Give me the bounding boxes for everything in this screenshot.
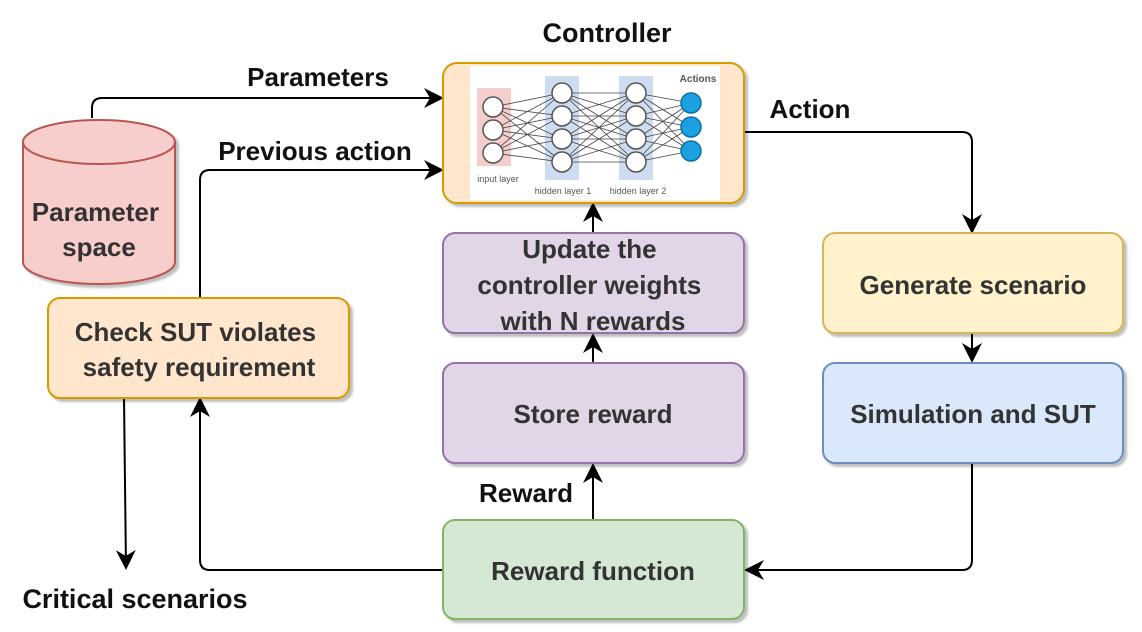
reward-function-box (442, 519, 745, 620)
generate-scenario-label: Generate scenario (860, 270, 1087, 300)
network-edge (492, 152, 563, 163)
action-label: Action (770, 94, 851, 124)
parameter-space-node (22, 119, 176, 285)
input-layer-caption: input layer (477, 174, 519, 184)
network-edge (492, 92, 563, 108)
parameters-label: Parameters (247, 62, 389, 92)
hidden-layer-1-caption: hidden layer 1 (535, 186, 592, 196)
network-edge (561, 115, 637, 163)
network-nodes (482, 82, 702, 173)
network-node (625, 128, 647, 150)
simulation-sut-box (822, 362, 1124, 464)
network-edge (635, 115, 692, 152)
network-edge (492, 138, 563, 154)
network-node (482, 119, 504, 141)
controller-label: Controller (542, 18, 671, 48)
reward-function-label: Reward function (491, 556, 695, 586)
check-sut-box (47, 297, 350, 399)
network-edge (635, 102, 692, 163)
action-node (680, 116, 702, 138)
network-node (625, 82, 647, 104)
network-edge (635, 92, 692, 128)
simulation-sut-label: Simulation and SUT (850, 399, 1096, 429)
store-reward-label: Store reward (514, 399, 673, 429)
network-node (625, 151, 647, 173)
update-weights-label: Update the controller weights with N rew… (477, 234, 708, 336)
network-node (551, 105, 573, 127)
network-node (482, 96, 504, 118)
arrow-previous-action (199, 160, 444, 298)
network-edge (635, 126, 692, 163)
network-edge (561, 92, 637, 117)
check-sut-label: Check SUT violates safety requirement (75, 317, 324, 382)
update-weights-box (442, 232, 745, 334)
network-node (551, 151, 573, 173)
hidden-layer-2-caption: hidden layer 2 (610, 186, 667, 196)
network-edge (492, 115, 563, 154)
neural-network-image: Actions input layer hidden layer 1 hidde… (470, 66, 720, 200)
network-node (551, 82, 573, 104)
arrow-action (744, 131, 982, 234)
arrow-critical-scenarios (115, 397, 136, 570)
network-edge (492, 92, 563, 154)
store-reward-box (442, 362, 745, 464)
parameter-space-label: Parameter space (32, 197, 166, 262)
critical-scenarios-label: Critical scenarios (22, 584, 247, 614)
actions-caption: Actions (680, 74, 717, 85)
previous-action-label: Previous action (218, 136, 412, 166)
network-node (482, 142, 504, 164)
arrow-sim-to-reward (744, 463, 973, 580)
network-edge (561, 92, 637, 140)
connectors (91, 88, 982, 580)
generate-scenario-box (822, 232, 1124, 334)
network-node (625, 105, 647, 127)
action-node (680, 140, 702, 162)
network-edge (492, 92, 563, 131)
network-edge (561, 92, 637, 163)
network-edge (635, 92, 692, 152)
arrow-reward-to-check (190, 397, 443, 571)
action-node (680, 92, 702, 114)
network-node (551, 128, 573, 150)
reward-label: Reward (479, 478, 573, 508)
network-edge (635, 102, 692, 140)
arrow-parameters (91, 88, 444, 118)
network-edge (561, 138, 637, 163)
